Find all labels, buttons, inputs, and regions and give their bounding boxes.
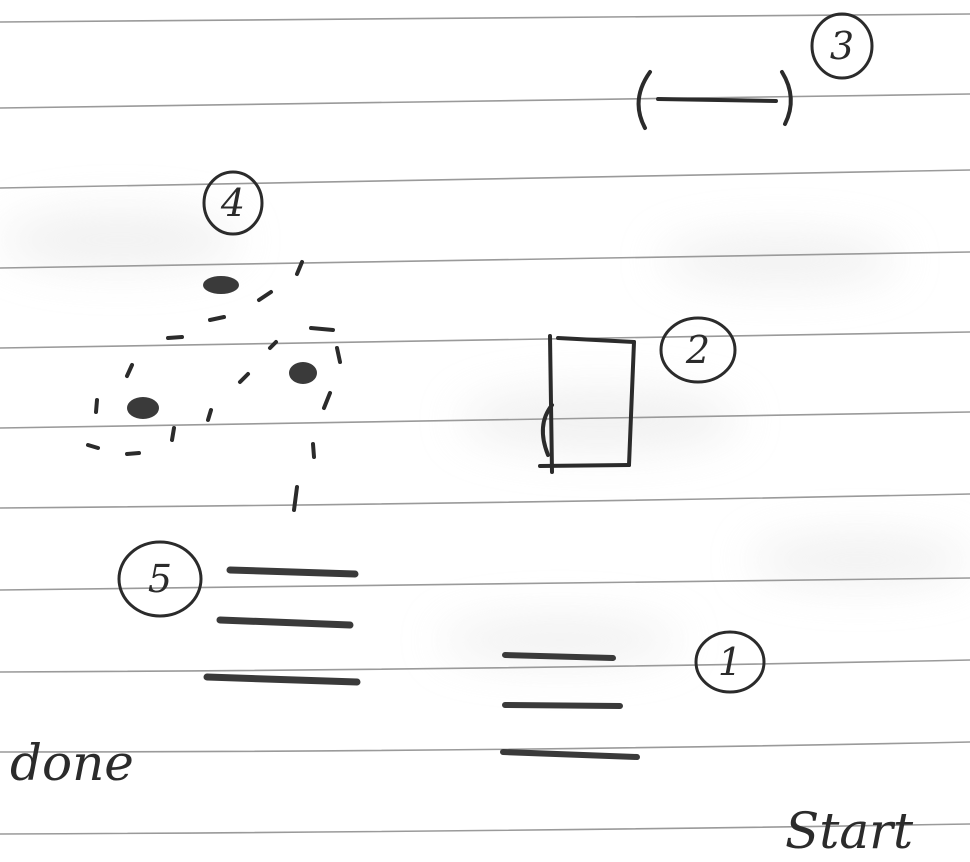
- step-4-glyph: [88, 262, 340, 510]
- step-5-number: 5: [148, 557, 172, 601]
- step-3-glyph: [639, 72, 791, 128]
- start-label: Start: [785, 802, 914, 860]
- step-1-glyph: [503, 655, 637, 757]
- done-label: done: [10, 734, 134, 792]
- step-5: 5: [119, 542, 357, 682]
- step-1-number: 1: [718, 640, 742, 684]
- step-3: 3: [639, 14, 872, 128]
- paper-smudges: [0, 212, 970, 662]
- step-4-number: 4: [220, 181, 245, 225]
- step-3-number: 3: [830, 24, 854, 68]
- step-2-number: 2: [685, 328, 710, 372]
